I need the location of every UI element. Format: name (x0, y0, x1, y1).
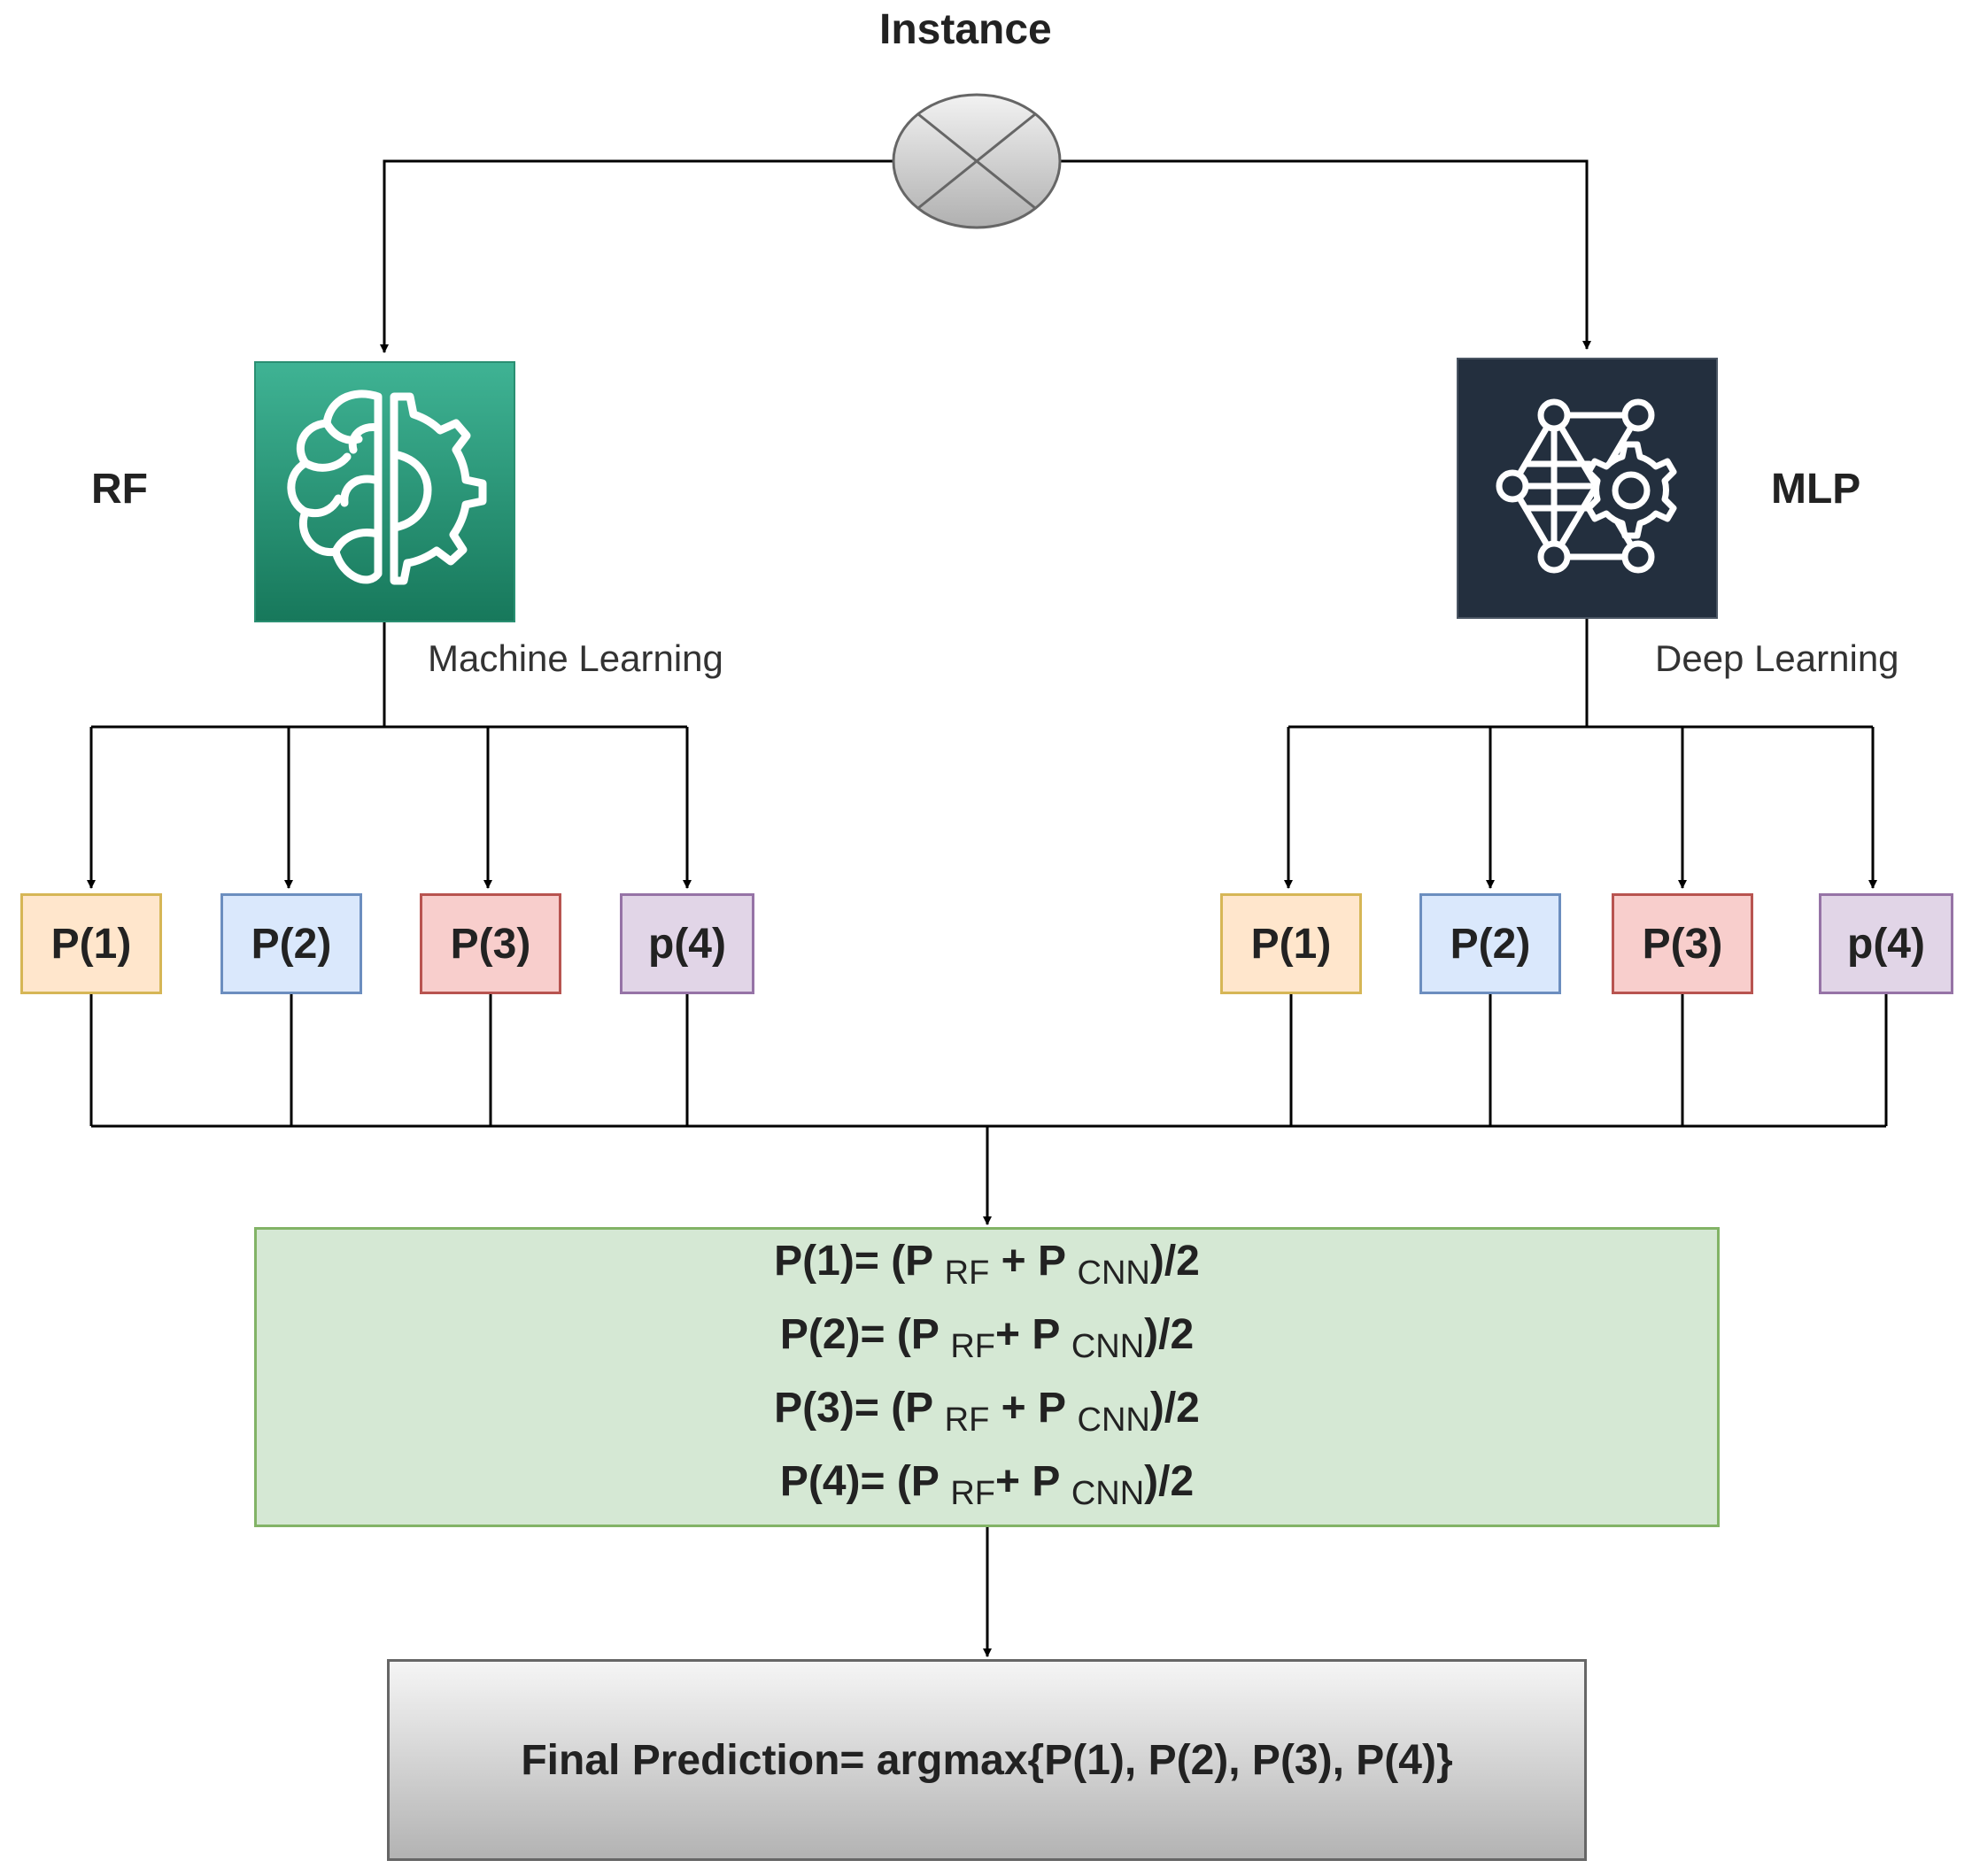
deep-learning-caption: Deep Learning (1655, 637, 1899, 679)
formula-line-3: P(3)= (P RF + P CNN)/2 (774, 1384, 1200, 1439)
final-prediction-box: Final Prediction= argmax{P(1), P(2), P(3… (387, 1659, 1587, 1861)
machine-learning-brain-gear-icon (254, 361, 515, 622)
edge-instance-to-mlp (1061, 159, 1591, 350)
mlp-prob-box-3: P(3) (1612, 893, 1753, 994)
deep-learning-network-gear-icon (1457, 358, 1718, 619)
rf-prob-box-3: P(3) (420, 893, 561, 994)
averaging-formula-box: P(1)= (P RF + P CNN)/2 P(2)= (P RF+ P CN… (254, 1227, 1720, 1527)
mlp-prob-box-2: P(2) (1419, 893, 1561, 994)
rf-model-label: RF (91, 466, 148, 513)
rf-prob-box-2: P(2) (220, 893, 362, 994)
instance-node (892, 93, 1062, 229)
rf-prob-box-4: p(4) (620, 893, 754, 994)
formula-line-2: P(2)= (P RF+ P CNN)/2 (779, 1310, 1195, 1365)
formula-line-1: P(1)= (P RF + P CNN)/2 (774, 1237, 1200, 1292)
formula-line-4: P(4)= (P RF+ P CNN)/2 (779, 1457, 1195, 1512)
instance-label: Instance (879, 6, 1052, 53)
mlp-prob-box-4: p(4) (1819, 893, 1953, 994)
rf-prob-box-1: P(1) (20, 893, 162, 994)
mlp-prob-box-1: P(1) (1220, 893, 1362, 994)
mlp-model-label: MLP (1771, 466, 1861, 513)
machine-learning-caption: Machine Learning (428, 637, 723, 679)
edge-instance-to-rf (380, 159, 893, 353)
